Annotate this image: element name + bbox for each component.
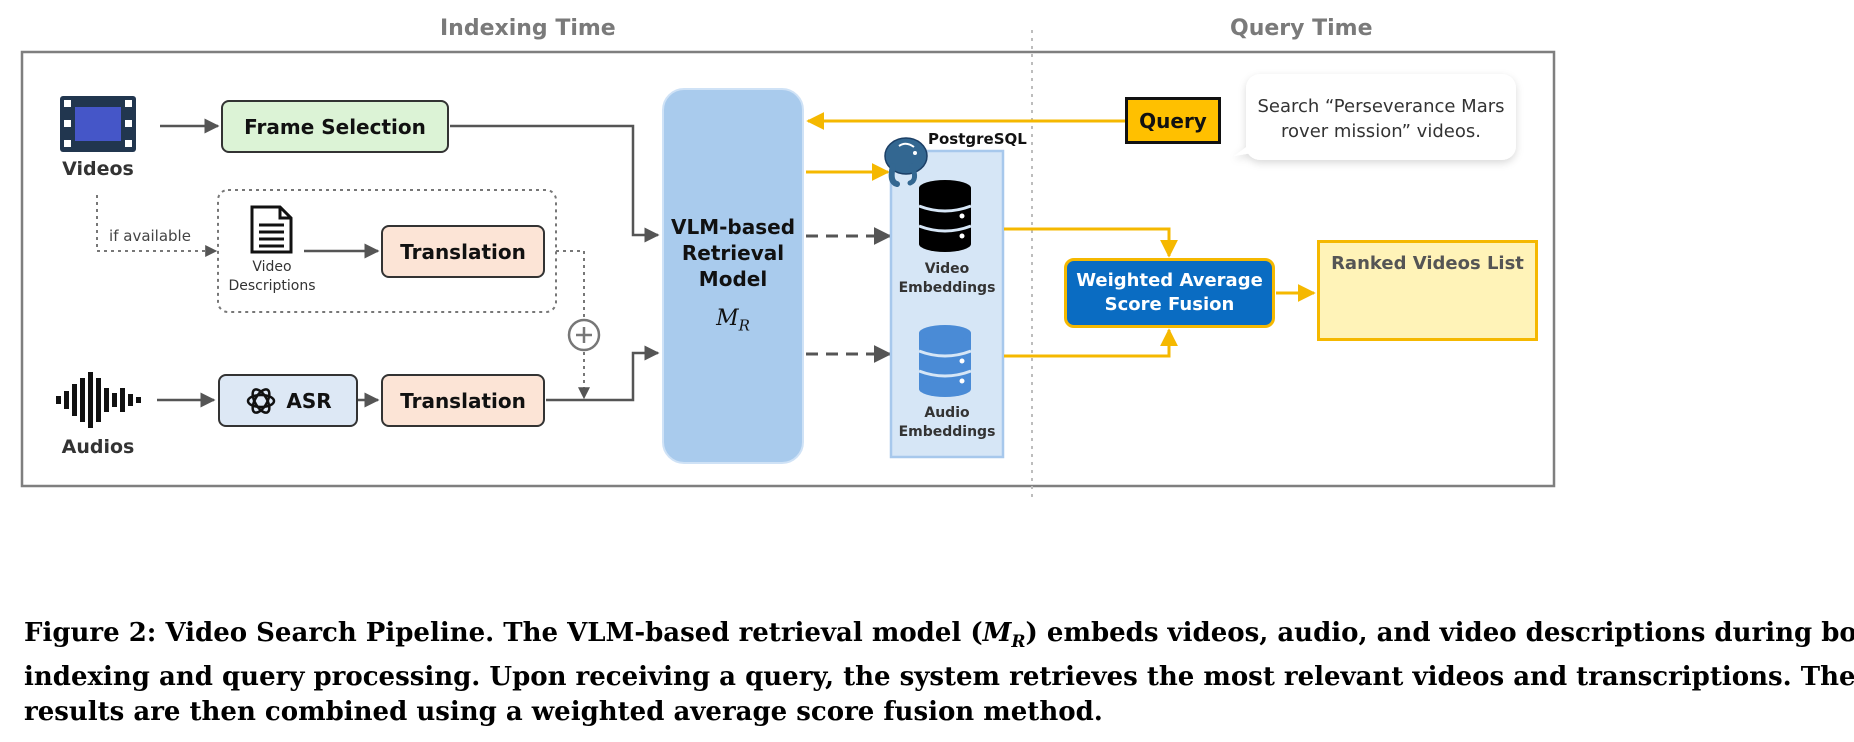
caption-line2: indexing and query processing. Upon rece…: [24, 662, 1854, 693]
fusion-line2: Score Fusion: [1104, 294, 1235, 315]
vlm-retrieval-model-box: VLM-based Retrieval Model MR: [662, 88, 804, 464]
arrow-audio-emb-to-fusion: [1004, 328, 1178, 358]
video-emb-line2: Embeddings: [898, 280, 996, 296]
arrow-video-emb-to-fusion: [1004, 227, 1178, 258]
frame-selection-box: Frame Selection: [221, 100, 449, 153]
score-fusion-box: Weighted Average Score Fusion: [1064, 258, 1275, 328]
query-speech-bubble: [1234, 74, 1516, 160]
video-db-icon: [918, 180, 972, 252]
query-time-header: Query Time: [1230, 16, 1373, 41]
video-descriptions-line1: Video: [252, 259, 292, 275]
arrow-frame-to-vlm: [450, 124, 660, 243]
if-available-label: if available: [109, 227, 191, 245]
asr-box: ASR: [218, 374, 358, 427]
fusion-line1: Weighted Average: [1076, 270, 1263, 291]
video-embeddings-label: Video Embeddings: [891, 260, 1003, 298]
arrow-translation-to-plus: [556, 250, 585, 318]
pipeline-svg: [20, 30, 1556, 500]
video-emb-line1: Video: [924, 261, 970, 277]
pipeline-diagram: Indexing Time Query Time: [20, 16, 1556, 500]
query-box: Query: [1125, 97, 1221, 144]
audios-label: Audios: [61, 436, 135, 458]
openai-icon: [247, 387, 276, 414]
ranked-videos-panel: [1317, 240, 1538, 341]
postgres-label: PostgreSQL: [928, 130, 1027, 148]
video-film-icon: [60, 96, 136, 152]
query-text-line2: rover mission” videos.: [1281, 121, 1481, 142]
figure-caption: Figure 2: Video Search Pipeline. The VLM…: [24, 616, 1854, 730]
vlm-symbol: MR: [716, 305, 750, 335]
translation-audio-box: Translation: [381, 374, 545, 427]
audio-embeddings-label: Audio Embeddings: [891, 404, 1003, 442]
audio-db-icon: [918, 325, 972, 397]
document-icon: [250, 205, 293, 254]
caption-line3: results are then combined using a weight…: [24, 697, 1103, 728]
outer-frame: [20, 50, 1556, 488]
audio-waveform-icon: [56, 372, 141, 428]
vlm-label-line3: Model: [698, 266, 768, 291]
ranked-videos-label: Ranked Videos List: [1331, 253, 1524, 274]
videos-label: Videos: [62, 158, 134, 180]
query-text: Search “Perseverance Mars rover mission”…: [1246, 94, 1516, 144]
plus-circle-icon: [567, 318, 601, 352]
audio-emb-line2: Embeddings: [898, 424, 996, 440]
arrow-translation-to-vlm: [546, 345, 660, 402]
indexing-time-header: Indexing Time: [440, 16, 616, 41]
asr-label: ASR: [286, 388, 332, 413]
audio-emb-line1: Audio: [924, 405, 970, 421]
video-descriptions-label: Video Descriptions: [222, 258, 322, 296]
caption-line1: Figure 2: Video Search Pipeline. The VLM…: [24, 618, 1854, 653]
query-text-line1: Search “Perseverance Mars: [1257, 96, 1505, 117]
vlm-label-line2: Retrieval: [681, 240, 785, 265]
postgres-elephant-icon: [884, 137, 928, 187]
vlm-label-line1: VLM-based: [670, 214, 796, 239]
video-descriptions-line2: Descriptions: [228, 278, 316, 294]
translation-desc-box: Translation: [381, 225, 545, 278]
descriptions-group: [217, 189, 557, 313]
arrow-video-to-desc: [96, 195, 218, 257]
